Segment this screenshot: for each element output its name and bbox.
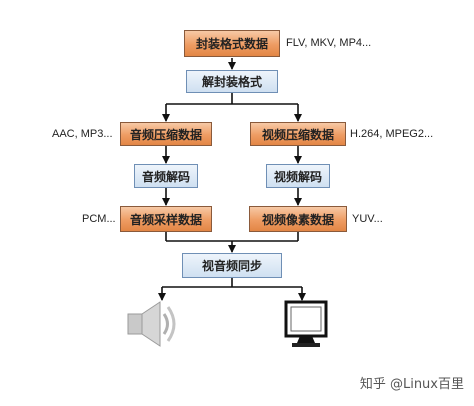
note-container-formats: FLV, MKV, MP4... [286,37,372,49]
note-video-raw: YUV... [352,213,383,225]
node-video-raw: 视频像素数据 [249,206,347,232]
node-audio-compressed: 音频压缩数据 [120,122,212,146]
node-video-decode: 视频解码 [266,164,330,188]
watermark: 知乎 @Linux百里 [359,377,464,392]
node-audio-raw: 音频采样数据 [120,206,212,232]
node-video-compressed: 视频压缩数据 [250,122,346,146]
node-sync: 视音频同步 [182,253,282,278]
note-audio-codecs: AAC, MP3... [52,128,113,140]
monitor-icon [284,300,328,347]
node-demux: 解封装格式 [186,70,278,93]
node-container-data: 封装格式数据 [184,30,280,57]
speaker-icon [127,301,176,347]
note-audio-raw: PCM... [82,213,116,225]
note-video-codecs: H.264, MPEG2... [350,128,434,140]
node-audio-decode: 音频解码 [134,164,198,188]
